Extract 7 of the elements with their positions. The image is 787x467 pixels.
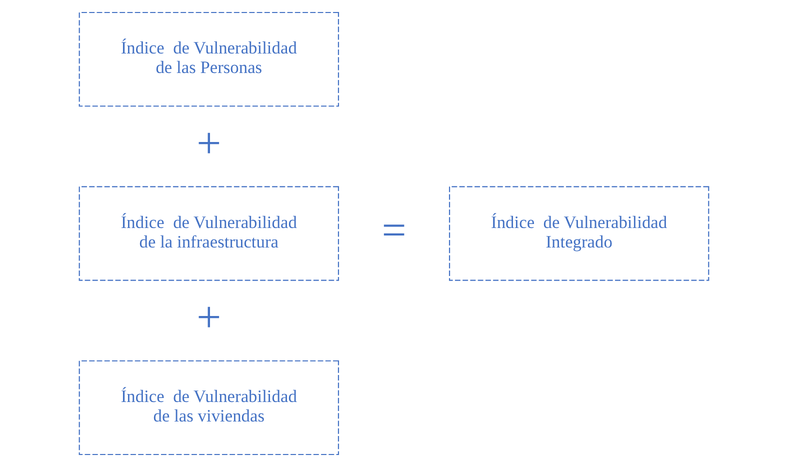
label: = [381, 206, 406, 254]
node-box: Índice de Vulnerabilidad de las viviendas [78, 360, 339, 456]
node-box: Índice de Vulnerabilidad Integrado [448, 186, 709, 281]
node-box: Índice de Vulnerabilidad de las Personas [78, 12, 339, 107]
label: + [196, 293, 221, 342]
label: + [196, 119, 221, 168]
node-box: Índice de Vulnerabilidad de la infraestructura [78, 186, 339, 281]
